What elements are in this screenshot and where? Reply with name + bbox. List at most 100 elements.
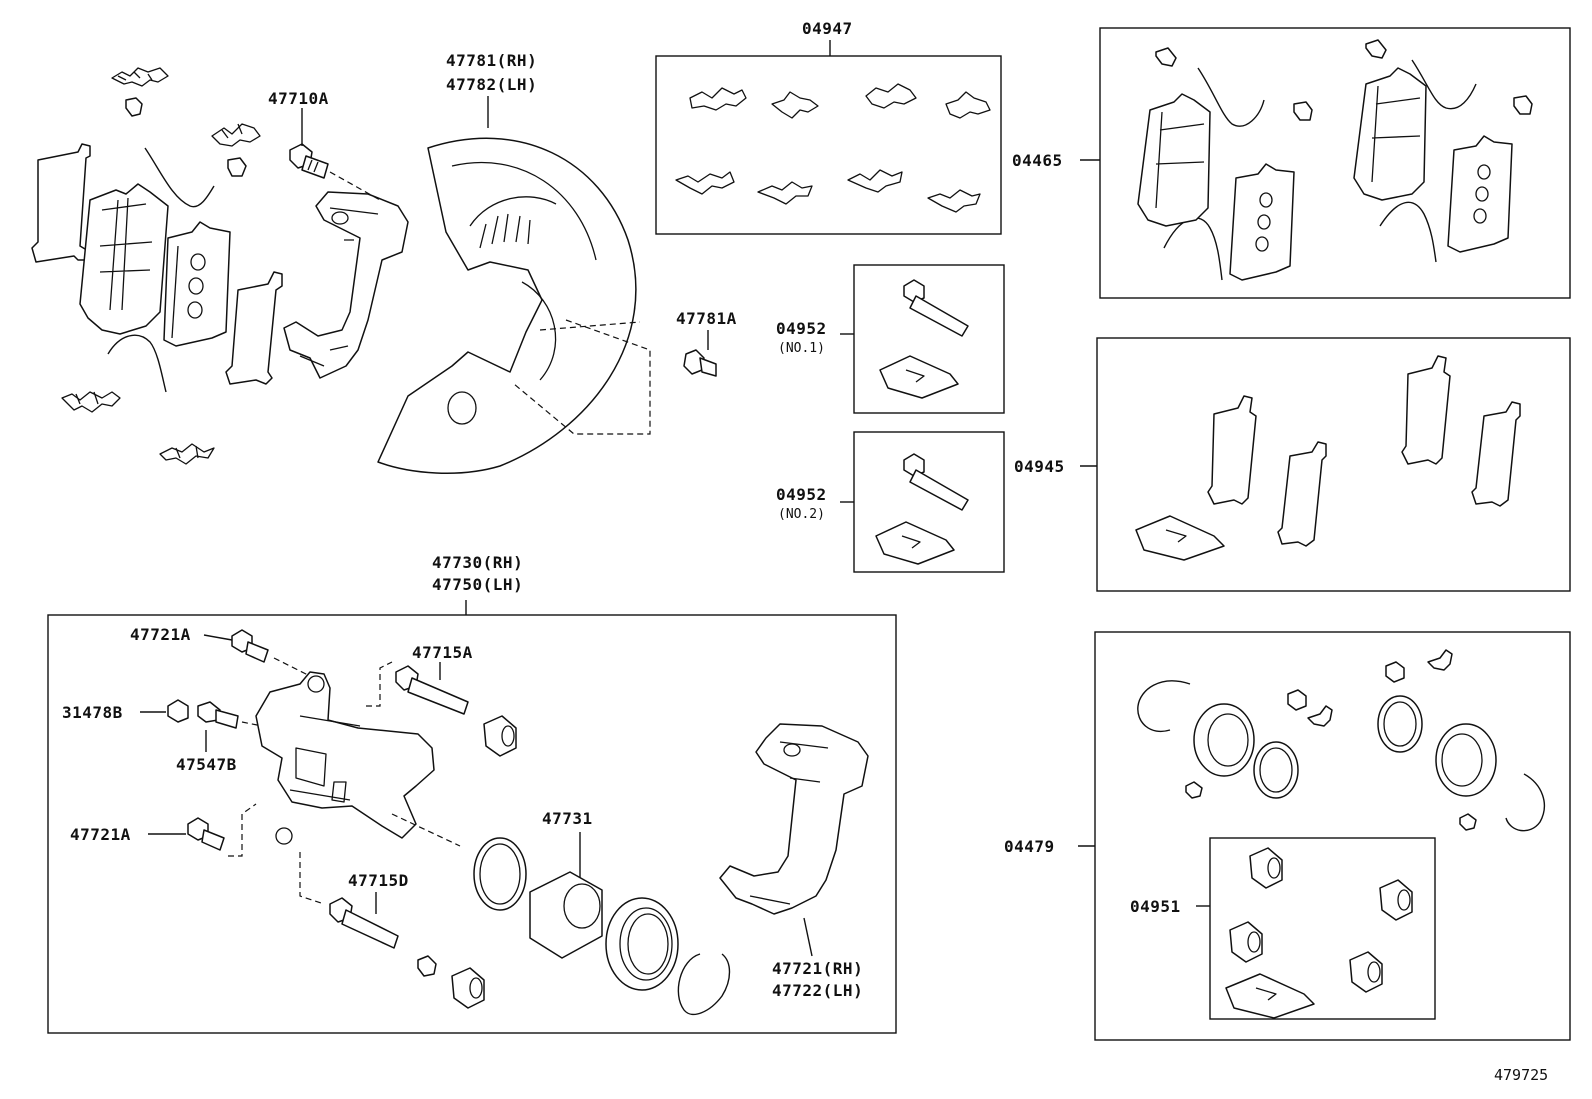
label-47715D[interactable]: 47715D [348, 871, 409, 890]
bleeder-plug-icon [231, 629, 269, 663]
label-47721-rh[interactable]: 47721(RH) [772, 959, 863, 978]
disc-dust-cover [377, 137, 637, 474]
label-04952-no1-sub: (NO.1) [778, 341, 825, 356]
boot-icon [1229, 921, 1263, 963]
caliper-assembly [167, 629, 869, 1015]
wear-indicator-icon [125, 97, 143, 117]
pad-clip-icon [945, 91, 991, 119]
pad-clip-icon [865, 83, 917, 109]
boot-icon [1349, 951, 1383, 993]
shim-icon [1401, 355, 1451, 465]
grease-packet-icon [1225, 973, 1315, 1019]
label-47731[interactable]: 47731 [542, 809, 593, 828]
pad-clip-icon [675, 171, 735, 195]
label-47547B[interactable]: 47547B [176, 755, 237, 774]
bolt-47781A [683, 349, 717, 377]
frame-04479 [1094, 631, 1571, 1041]
clip-kit-04947 [675, 83, 991, 213]
pad-clip-icon [757, 181, 813, 205]
bleeder-plug-icon [1307, 705, 1333, 727]
label-04945[interactable]: 04945 [1014, 457, 1065, 476]
piston-seal-icon [1377, 695, 1423, 753]
pad-clip-icon [771, 91, 819, 119]
pad-clip-icon [111, 67, 169, 87]
piston-seal-icon [1253, 741, 1299, 799]
piston-boot-icon [1193, 703, 1255, 777]
pad-clip-icon [847, 169, 903, 193]
label-04479[interactable]: 04479 [1004, 837, 1055, 856]
shim-icon [225, 271, 283, 385]
guide-pin-kit-no2 [875, 453, 969, 565]
bleeder-cap-icon [1185, 781, 1203, 799]
label-04947[interactable]: 04947 [802, 19, 853, 38]
leader-lines [140, 40, 1210, 957]
boot-icon [483, 715, 517, 757]
kit-frames [47, 27, 1571, 1041]
shim-icon [1277, 441, 1327, 547]
label-47781-rh[interactable]: 47781(RH) [446, 51, 537, 70]
bleeder-cap-icon [1287, 689, 1307, 711]
shim-icon [1471, 401, 1521, 507]
brake-pad-icon [1137, 93, 1211, 227]
brake-pad-icon [163, 221, 231, 347]
brake-pad-icon [1447, 135, 1513, 253]
label-47710A[interactable]: 47710A [268, 89, 329, 108]
wear-indicator-icon [1293, 101, 1313, 121]
anti-squeal-spring-icon [144, 147, 215, 208]
guide-pin-47715A [395, 665, 469, 715]
wear-indicator-icon [1155, 47, 1177, 67]
label-47781A[interactable]: 47781A [676, 309, 737, 328]
wear-indicator-icon [227, 157, 247, 177]
part-labels: 47710A 47781(RH) 47782(LH) 04947 04465 4… [62, 19, 1548, 1084]
label-31478B[interactable]: 31478B [62, 703, 123, 722]
label-47722-lh[interactable]: 47722(LH) [772, 981, 863, 1000]
frame-47730-caliper [47, 614, 897, 1034]
label-47730-rh[interactable]: 47730(RH) [432, 553, 523, 572]
label-04952-no2-sub: (NO.2) [778, 507, 825, 522]
pad-clip-icon [211, 123, 261, 147]
cylinder-kit-04479 [1137, 649, 1545, 1019]
figure-number: 479725 [1494, 1066, 1548, 1084]
label-04951[interactable]: 04951 [1130, 897, 1181, 916]
anti-squeal-spring-icon [1379, 201, 1437, 263]
piston-boot-icon [1435, 723, 1497, 797]
bleeder-cap-icon [1385, 661, 1405, 683]
label-04952-no1[interactable]: 04952 [776, 319, 827, 338]
label-04952-no2[interactable]: 04952 [776, 485, 827, 504]
caliper-bracket-47721 [719, 723, 869, 915]
anti-squeal-spring-icon [1197, 67, 1265, 127]
frame-04465 [1099, 27, 1571, 299]
brake-pad-icon [79, 183, 169, 335]
boot-icon [451, 967, 485, 1009]
pad-clip-icon [61, 391, 121, 413]
label-04465[interactable]: 04465 [1012, 151, 1063, 170]
piston-boot-icon [605, 897, 679, 991]
bleeder-cap-icon [1459, 813, 1477, 831]
bleeder-plug-icon [1427, 649, 1453, 671]
boot-icon [1379, 879, 1413, 921]
bleeder-plug-icon [187, 817, 225, 851]
grease-packet-icon [1135, 515, 1225, 561]
piston-seal-icon [473, 837, 527, 911]
bleeder-cap-icon [167, 699, 189, 723]
wear-indicator-icon [1513, 95, 1533, 115]
bleeder-plug-icon [197, 701, 239, 729]
guide-pin-kit-no1 [879, 279, 969, 399]
label-47782-lh[interactable]: 47782(LH) [446, 75, 537, 94]
frame-04951 [1209, 837, 1436, 1020]
label-47721A-top[interactable]: 47721A [130, 625, 191, 644]
pad-kit-04465 [1137, 39, 1533, 281]
pad-set-topleft [31, 67, 283, 465]
bolt-47710A [289, 143, 329, 179]
label-47750-lh[interactable]: 47750(LH) [432, 575, 523, 594]
pad-clip-icon [927, 189, 981, 213]
frame-04952-no1 [853, 264, 1005, 414]
caliper-cylinder-icon [255, 671, 435, 845]
label-47721A-bottom[interactable]: 47721A [70, 825, 131, 844]
label-47715A[interactable]: 47715A [412, 643, 473, 662]
shim-icon [1207, 395, 1257, 505]
piston-icon [529, 871, 603, 959]
snap-ring-icon [1137, 680, 1191, 733]
frame-04945 [1096, 337, 1571, 592]
